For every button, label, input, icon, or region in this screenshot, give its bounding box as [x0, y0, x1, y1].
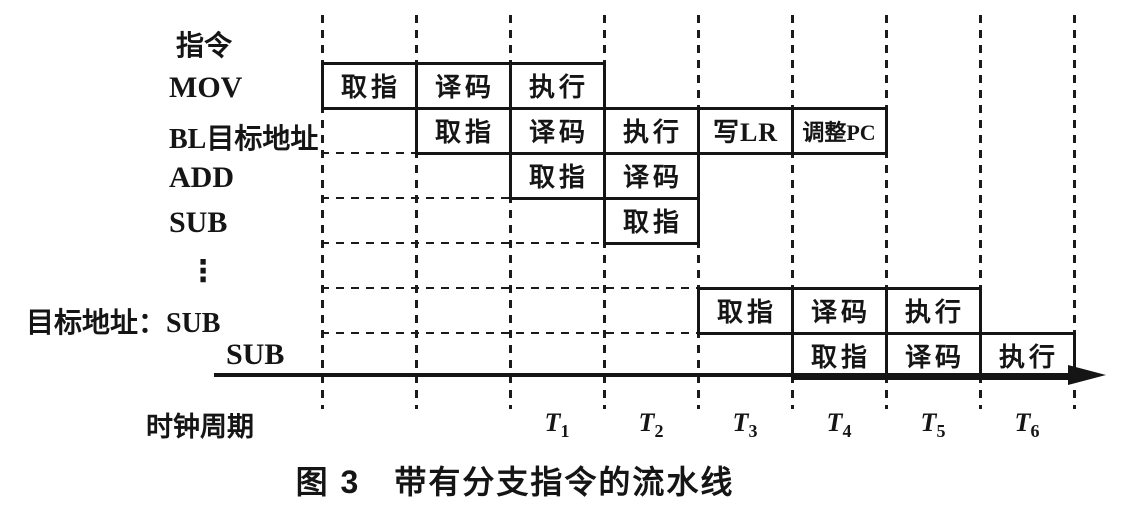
stage-cell-target-sub-execute: 执行: [884, 286, 982, 335]
row-label-sub: SUB: [169, 206, 228, 239]
time-axis-line: [214, 373, 1074, 377]
clock-gridline: [979, 15, 982, 409]
stage-cell-mov-decode: 译码: [414, 61, 512, 110]
tick-sub: 1: [560, 421, 570, 441]
tick-base: T: [1014, 408, 1031, 437]
tick-sub: 4: [842, 421, 852, 441]
row-label-add: ADD: [169, 161, 234, 194]
tick-sub: 6: [1030, 421, 1040, 441]
stage-cell-sub2-execute: 执行: [978, 331, 1076, 380]
row-label-target-sub: 目标地址：SUB: [26, 308, 221, 339]
stage-cell-bl-fetch: 取指: [414, 106, 512, 155]
row-label-sub-2: SUB: [226, 338, 285, 371]
tick-base: T: [826, 408, 843, 437]
clock-tick-label-t4: T4: [827, 408, 852, 442]
row-label-mov: MOV: [169, 71, 243, 104]
stage-cell-bl-adjust-pc: 调整PC: [790, 106, 888, 155]
stage-cell-mov-execute: 执行: [508, 61, 606, 110]
stage-cell-mov-fetch: 取指: [320, 61, 418, 110]
vertical-ellipsis: ⋮: [188, 254, 218, 289]
stage-cell-sub2-fetch: 取指: [790, 331, 888, 380]
clock-tick-label-t6: T6: [1015, 408, 1040, 442]
time-axis-arrowhead: [1068, 365, 1106, 385]
row-divider-dashed: [321, 331, 699, 334]
clock-gridline: [1073, 15, 1076, 409]
tick-base: T: [732, 408, 749, 437]
tick-sub: 3: [748, 421, 758, 441]
stage-cell-add-decode: 译码: [602, 151, 700, 200]
clock-tick-label-t3: T3: [733, 408, 758, 442]
clock-tick-label-t1: T1: [545, 408, 570, 442]
row-divider-dashed: [321, 196, 511, 199]
stage-cell-target-sub-fetch: 取指: [696, 286, 794, 335]
tick-sub: 2: [654, 421, 664, 441]
clock-gridline: [791, 15, 794, 409]
stage-cell-add-fetch: 取指: [508, 151, 606, 200]
tick-base: T: [544, 408, 561, 437]
stage-cell-sub-fetch: 取指: [602, 196, 700, 245]
clock-gridline: [415, 15, 418, 409]
stage-cell-bl-execute: 执行: [602, 106, 700, 155]
time-axis-label: 时钟周期: [146, 412, 254, 442]
tick-base: T: [920, 408, 937, 437]
clock-gridline: [885, 15, 888, 409]
tick-base: T: [638, 408, 655, 437]
row-divider-dashed: [321, 241, 605, 244]
row-divider-dashed: [321, 286, 699, 289]
stage-cell-bl-write-lr: 写LR: [696, 106, 794, 155]
clock-gridline: [321, 15, 324, 409]
row-divider-dashed: [321, 151, 417, 154]
figure-caption: 图 3 带有分支指令的流水线: [295, 464, 735, 500]
stage-cell-bl-decode: 译码: [508, 106, 606, 155]
clock-gridline: [509, 15, 512, 409]
row-label-bl-target: BL目标地址: [169, 124, 319, 155]
instruction-axis-label: 指令: [176, 31, 233, 62]
tick-sub: 5: [936, 421, 946, 441]
clock-tick-label-t2: T2: [639, 408, 664, 442]
stage-cell-target-sub-decode: 译码: [790, 286, 888, 335]
clock-tick-label-t5: T5: [921, 408, 946, 442]
